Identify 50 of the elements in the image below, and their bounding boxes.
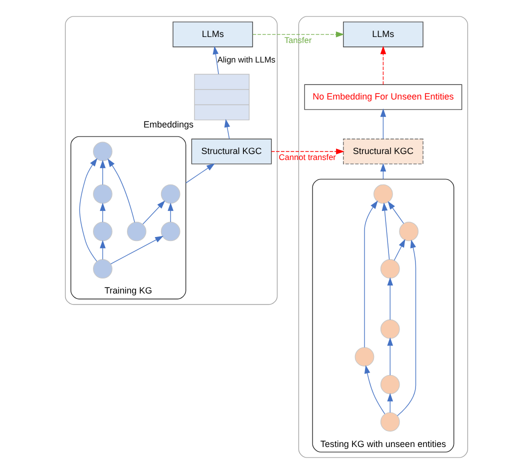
cluster: Testing KG with unseen entities (312, 178, 454, 452)
edge-label: Cannot transfer (278, 152, 336, 162)
edge-label: Tansfer (284, 35, 312, 46)
arrow (387, 201, 404, 224)
arrow (386, 277, 393, 320)
arrow (393, 239, 405, 261)
arrow (364, 365, 385, 414)
arrow (167, 202, 173, 222)
node-circle (92, 222, 112, 242)
arrow (396, 240, 416, 416)
node-circle (380, 374, 400, 394)
node-circle (373, 184, 392, 204)
arrow (364, 200, 378, 348)
arrow (212, 46, 218, 74)
node-circle (92, 184, 112, 204)
node-box: LLMs (172, 22, 252, 48)
arrow (78, 158, 97, 262)
node-box: Structural KGC (190, 138, 272, 164)
cluster (64, 16, 278, 305)
node-circle (92, 259, 112, 279)
node-box: No Embedding For Unseen Entities (304, 84, 462, 110)
node-circle (92, 142, 112, 162)
arrow (107, 158, 134, 223)
arrow (380, 108, 386, 140)
arrow (99, 202, 106, 222)
arrow (99, 160, 106, 185)
arrow (184, 163, 214, 184)
node-label: Embeddings (142, 120, 194, 130)
arrow (142, 200, 165, 224)
node-box: LLMs (342, 22, 423, 48)
arrow (99, 240, 106, 260)
arrow (110, 236, 163, 264)
arrow (380, 46, 386, 85)
cluster: Training KG (70, 136, 186, 300)
arrow (386, 393, 393, 413)
node-box: Structural KGC (342, 138, 423, 164)
arrow (381, 202, 390, 260)
node-circle (380, 259, 400, 279)
node-circle (380, 319, 400, 339)
node-circle (380, 412, 400, 432)
node-circle (398, 222, 418, 242)
node-circle (126, 222, 146, 242)
arrow (386, 337, 393, 376)
arrow (252, 32, 344, 38)
arrow (270, 148, 344, 154)
arrow (224, 118, 230, 140)
node-circle (354, 347, 374, 367)
edge-label: Align with LLMs (216, 54, 275, 65)
node-circle (160, 184, 180, 204)
node-circle (160, 222, 180, 242)
